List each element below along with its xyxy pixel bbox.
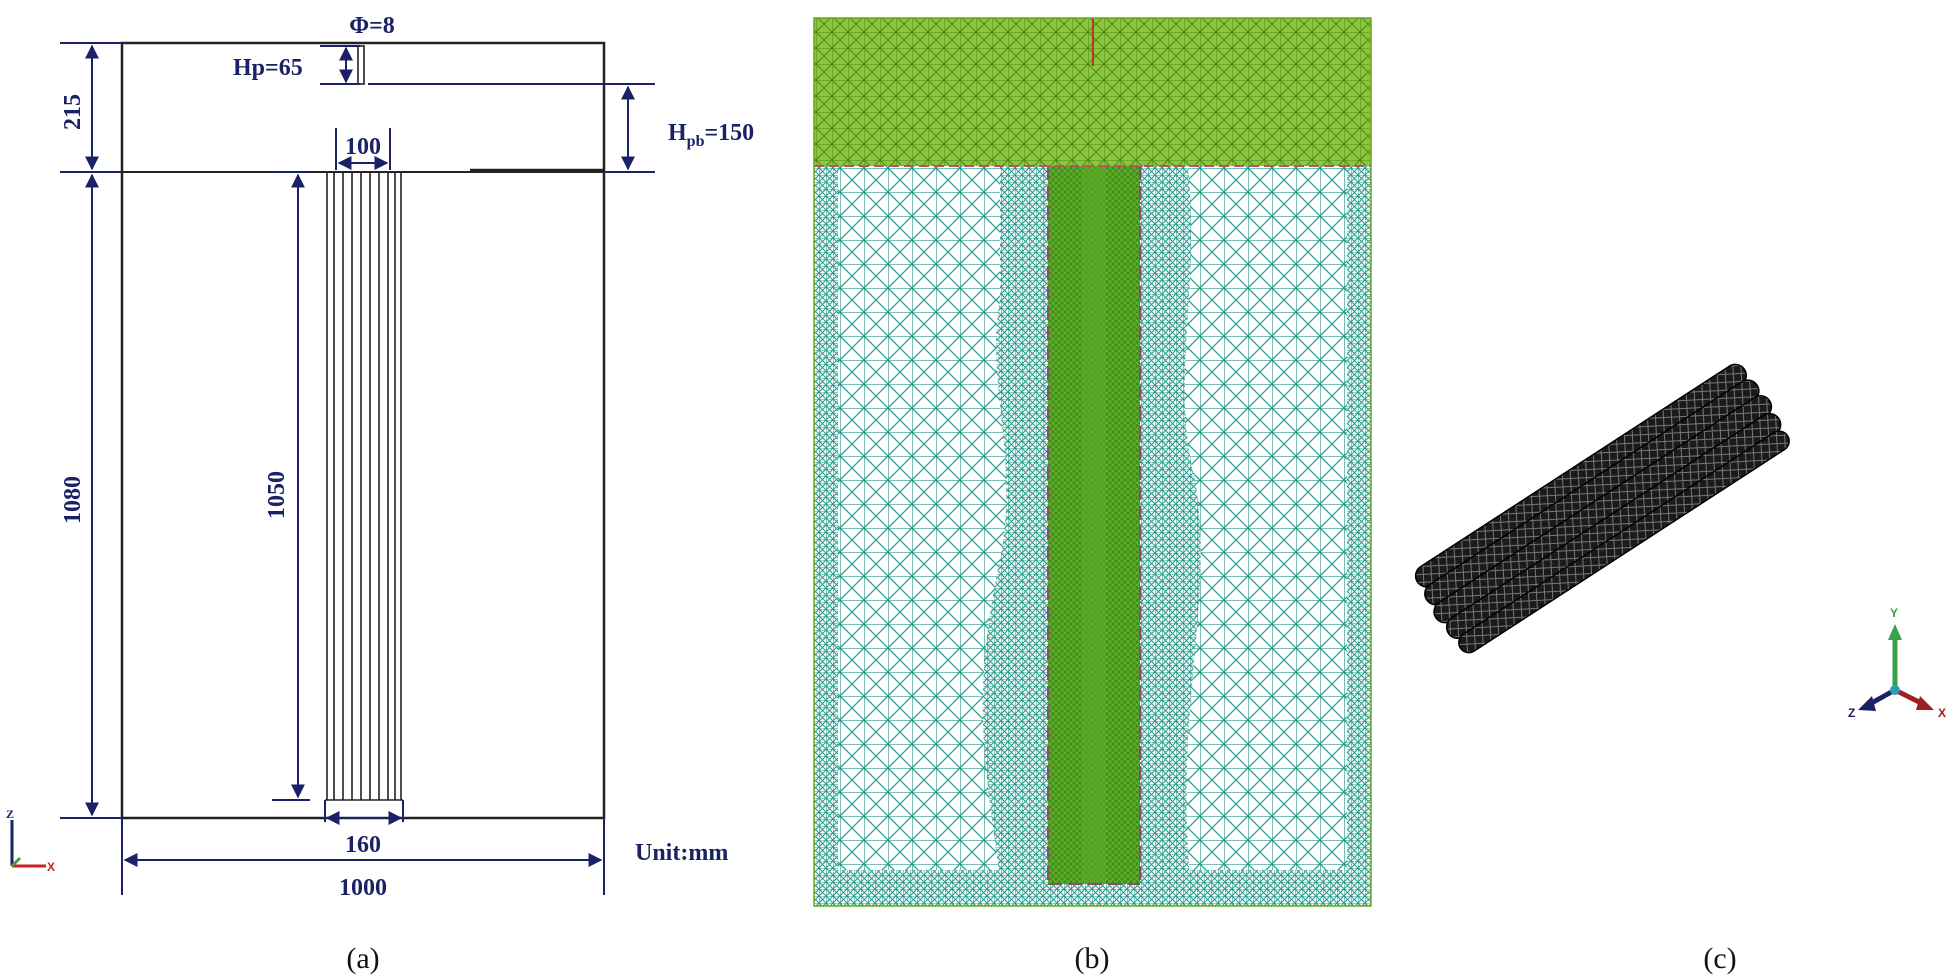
hpb-value: =150 xyxy=(704,120,754,146)
hpb-label: Hpb=150 xyxy=(668,120,754,150)
axis-x-label-c: X xyxy=(1938,706,1946,720)
axis-triad-c: Y X Z xyxy=(1848,606,1946,720)
axis-triad-a: Z X xyxy=(6,807,55,874)
axis-x-label-a: X xyxy=(47,860,55,874)
hpb-subscript: pb xyxy=(687,133,705,150)
mesh-outline xyxy=(813,17,1372,907)
dim-100-label: 100 xyxy=(345,134,381,160)
dim-1000-label: 1000 xyxy=(339,875,387,901)
phi-label: Φ=8 xyxy=(349,13,395,39)
rod-top-segment xyxy=(357,45,365,85)
rod-strand-3 xyxy=(1433,395,1773,624)
caption-b: (b) xyxy=(1075,942,1110,975)
hp-label: Hp=65 xyxy=(233,55,303,81)
soil-mesh-dense-left xyxy=(982,166,1048,880)
dim-215-label: 215 xyxy=(60,94,86,130)
caption-a: (a) xyxy=(346,942,379,975)
soil-mesh-dense-leftedge xyxy=(814,166,838,906)
dim-1050-label: 1050 xyxy=(264,471,290,519)
axis-z-label-c: Z xyxy=(1848,706,1855,720)
dim-1080-label: 1080 xyxy=(60,476,86,524)
soil-mesh-dense-right xyxy=(1140,166,1201,880)
axis-y-label-c: Y xyxy=(1890,606,1898,620)
panel-c-rod-mesh: Y X Z xyxy=(1414,363,1946,720)
caption-c: (c) xyxy=(1703,942,1736,975)
dim-160-label: 160 xyxy=(345,832,381,858)
pile-strands xyxy=(325,172,403,801)
hpb-prefix: H xyxy=(668,120,687,146)
pile-core-band xyxy=(1082,166,1106,884)
rod-strand-5 xyxy=(1458,430,1790,654)
soil-mesh-dense-rightedge xyxy=(1347,166,1371,906)
panel-b-mesh xyxy=(813,17,1372,907)
axis-z-label-a: Z xyxy=(6,807,14,821)
panel-a-drawing: 215 1080 1050 100 Φ=8 Hp=65 Hpb=150 160 xyxy=(6,13,754,901)
unit-label: Unit:mm xyxy=(635,840,728,866)
